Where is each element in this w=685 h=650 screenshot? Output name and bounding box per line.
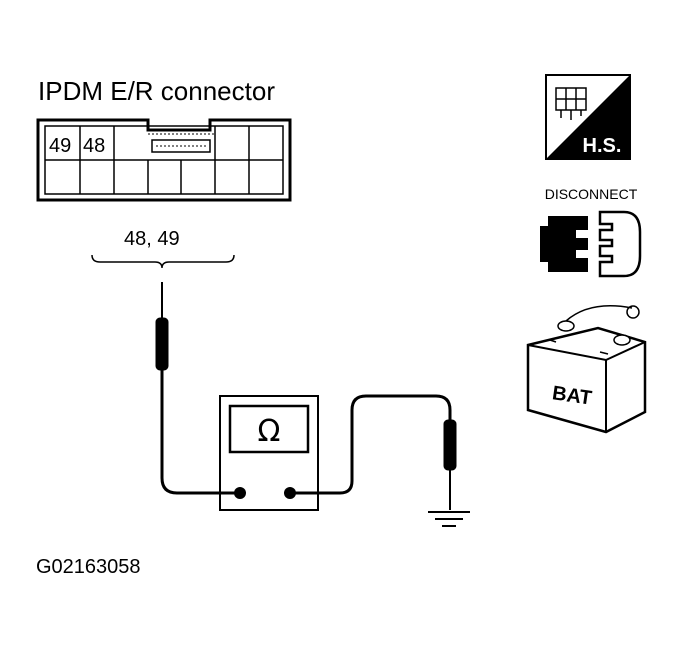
pin-49-label: 49 xyxy=(49,135,71,157)
battery-icon xyxy=(526,305,647,434)
pin-48-label: 48 xyxy=(83,135,105,157)
hs-label: H.S. xyxy=(583,135,622,157)
pin-brace xyxy=(91,254,235,269)
connector-title: IPDM E/R connector xyxy=(38,76,275,106)
left-lead-wire xyxy=(160,378,240,495)
right-lead-wire xyxy=(290,394,452,495)
connector-face xyxy=(36,118,292,202)
harness-side-icon xyxy=(545,74,631,160)
right-probe xyxy=(443,419,457,510)
bat-label: BAT xyxy=(551,382,593,409)
disconnect-connector-icon xyxy=(540,210,642,278)
probe-pins-label: 48, 49 xyxy=(124,228,180,250)
ohm-symbol: Ω xyxy=(258,414,281,449)
disconnect-label: DISCONNECT xyxy=(545,186,638,202)
figure-code: G02163058 xyxy=(36,556,141,578)
ground-icon xyxy=(428,511,470,527)
left-probe xyxy=(155,282,169,378)
